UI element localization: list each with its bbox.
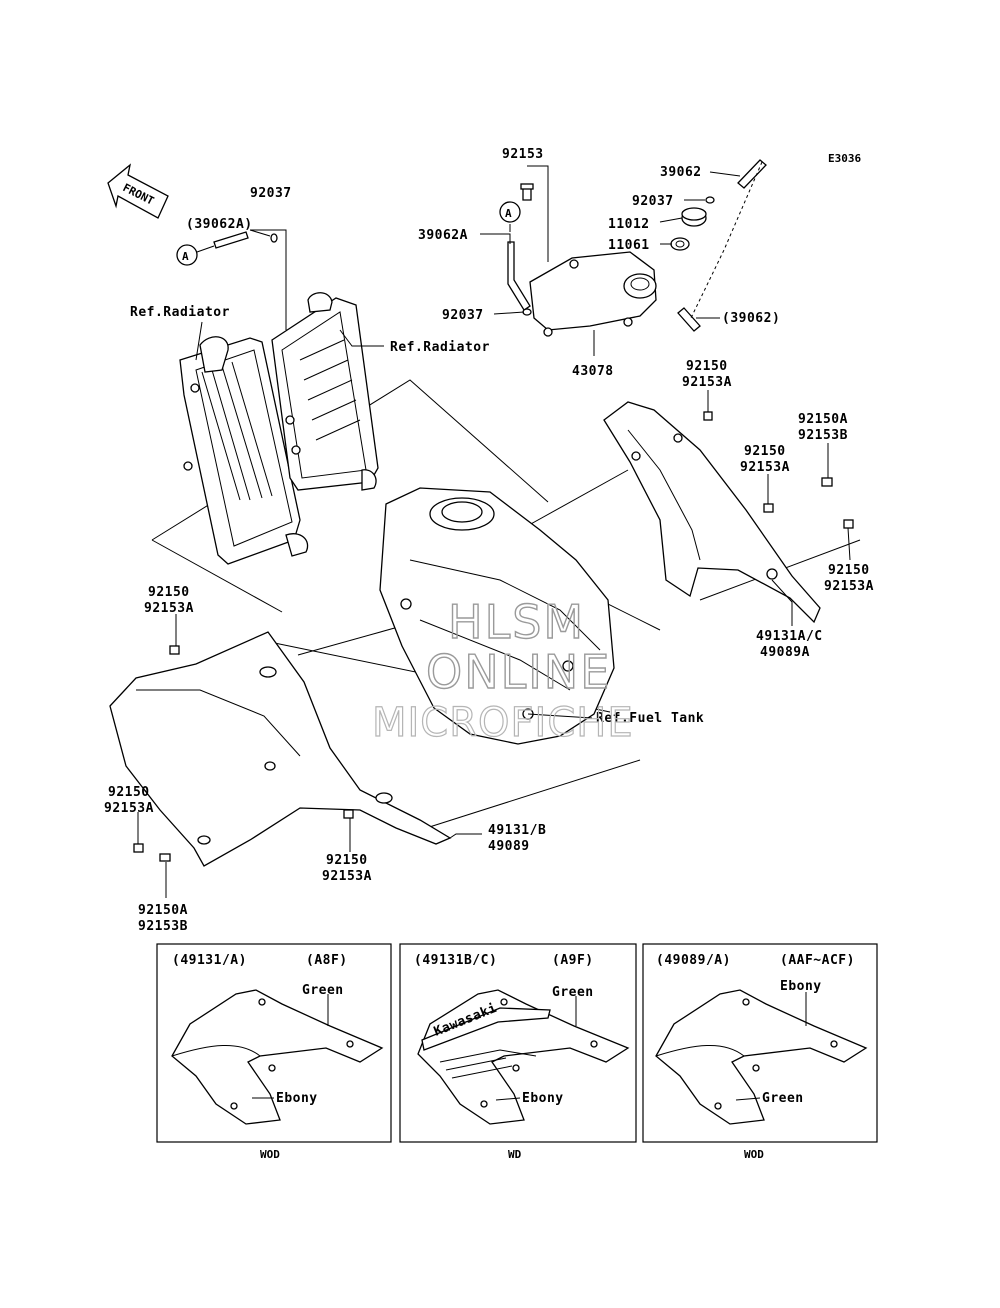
variant-1-caption: WOD xyxy=(260,1148,280,1161)
leader-lines xyxy=(137,165,851,898)
clip-top-right xyxy=(705,196,715,204)
label-92153-top: 92153 xyxy=(502,147,544,162)
clip-92037-mid xyxy=(522,308,532,316)
hose-39062A-mid xyxy=(507,241,531,311)
bolt-icon xyxy=(343,809,354,819)
label-r3-b: 92153A xyxy=(740,460,790,475)
shroud-right xyxy=(603,401,821,624)
radiator-right xyxy=(271,292,379,491)
label-11061: 11061 xyxy=(608,238,650,253)
bolt-icon xyxy=(703,411,713,421)
label-ref-radiator-left: Ref.Radiator xyxy=(130,305,230,320)
variant-2-upper-color: Green xyxy=(552,985,594,1000)
label-r2-b: 92153B xyxy=(798,428,848,443)
variant-1-part: (49131/A) xyxy=(172,953,247,968)
part-labels: 92153 39062 92037 11012 11061 39062A 920… xyxy=(104,147,874,934)
label-l3-b: 92153B xyxy=(138,919,188,934)
variant-2-part: (49131B/C) xyxy=(414,953,497,968)
variant-1-lower-color: Ebony xyxy=(276,1091,318,1106)
label-39062A-mid: 39062A xyxy=(418,228,468,243)
label-l2-b: 92153A xyxy=(104,801,154,816)
variant-1-model: (A8F) xyxy=(306,953,348,968)
label-r4-b: 92153A xyxy=(824,579,874,594)
bolt-icon xyxy=(763,503,774,513)
label-ref-radiator-right: Ref.Radiator xyxy=(390,340,490,355)
front-arrow-icon: FRONT xyxy=(107,163,169,219)
variant-3-caption: WOD xyxy=(744,1148,764,1161)
variant-3-part: (49089/A) xyxy=(656,953,731,968)
variant-box-3: (49089/A) (AAF~ACF) Ebony Green WOD xyxy=(642,943,878,1161)
watermark-line2: ONLINE xyxy=(426,645,611,699)
label-39062A-paren: (39062A) xyxy=(186,217,253,232)
label-r5-b: 49089A xyxy=(760,645,810,660)
variant-3-model: (AAF~ACF) xyxy=(780,953,855,968)
variant-3-lower-color: Green xyxy=(762,1091,804,1106)
diagram-code: E3036 xyxy=(828,152,861,165)
watermark-line1: HLSM xyxy=(448,595,585,649)
label-l1-a: 92150 xyxy=(148,585,190,600)
hose-39062-bottom xyxy=(677,307,701,332)
bolt-icon-set xyxy=(133,411,854,862)
variant-2-caption: WD xyxy=(508,1148,522,1161)
label-39062-paren: (39062) xyxy=(722,311,780,326)
bolt-icon xyxy=(169,645,180,655)
clip-92037-left xyxy=(270,233,278,243)
variant-2-model: (A9F) xyxy=(552,953,594,968)
label-r1-b: 92153A xyxy=(682,375,732,390)
variant-3-upper-color: Ebony xyxy=(780,979,822,994)
label-r2-a: 92150A xyxy=(798,412,848,427)
label-c1-b: 92153A xyxy=(322,869,372,884)
bolt-icon xyxy=(159,853,171,862)
radiator-left xyxy=(179,336,309,565)
label-92037-tr: 92037 xyxy=(632,194,674,209)
label-11012: 11012 xyxy=(608,217,650,232)
variant-box-2: (49131B/C) (A9F) Kawasaki Green Ebony WD xyxy=(399,943,637,1161)
label-r1-a: 92150 xyxy=(686,359,728,374)
label-r5-a: 49131A/C xyxy=(756,629,823,644)
label-39062-top: 39062 xyxy=(660,165,702,180)
label-l2-a: 92150 xyxy=(108,785,150,800)
bolt-icon xyxy=(821,477,833,487)
variant-2-lower-color: Ebony xyxy=(522,1091,564,1106)
coolant-reservoir-tank xyxy=(529,251,657,337)
label-ref-fuel-tank: Ref.Fuel Tank xyxy=(596,711,704,726)
variant-box-1: (49131/A) (A8F) Green Ebony WOD xyxy=(156,943,392,1161)
reference-marker-a-top: A xyxy=(499,201,521,223)
marker-a-label: A xyxy=(182,250,189,263)
hose-39062A-left xyxy=(213,231,249,249)
shroud-left xyxy=(109,631,452,867)
label-43078: 43078 xyxy=(572,364,614,379)
hose-39062-top xyxy=(737,159,767,189)
watermark: HLSM ONLINE MICROFICHE xyxy=(371,594,634,746)
reference-marker-a-left: A xyxy=(176,244,215,266)
label-r3-a: 92150 xyxy=(744,444,786,459)
reservoir-cap xyxy=(681,207,707,227)
label-92037-mid: 92037 xyxy=(442,308,484,323)
label-92037-left: 92037 xyxy=(250,186,292,201)
label-l3-a: 92150A xyxy=(138,903,188,918)
fuel-tank xyxy=(379,487,615,745)
label-c2-a: 49131/B xyxy=(488,823,546,838)
marker-a-label: A xyxy=(505,207,512,220)
bolt-icon xyxy=(133,843,144,853)
label-l1-b: 92153A xyxy=(144,601,194,616)
bolt-icon xyxy=(843,519,854,529)
label-c2-b: 49089 xyxy=(488,839,530,854)
label-r4-a: 92150 xyxy=(828,563,870,578)
bolt-92153-top xyxy=(520,183,534,201)
label-c1-a: 92150 xyxy=(326,853,368,868)
reservoir-gasket xyxy=(670,237,690,251)
watermark-line3: MICROFICHE xyxy=(372,700,634,746)
variant-1-upper-color: Green xyxy=(302,983,344,998)
